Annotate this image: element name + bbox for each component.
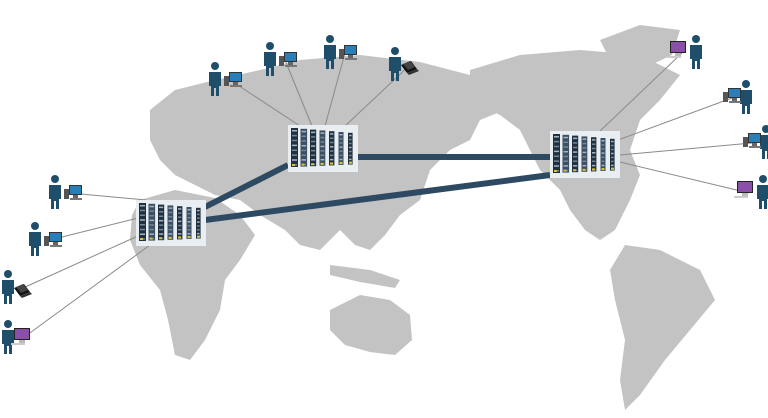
- person-icon: [209, 62, 221, 96]
- person-icon: [760, 125, 768, 159]
- link-europe-africa-north-america: [204, 172, 551, 223]
- person-icon: [740, 80, 752, 114]
- islands-indonesia: [330, 265, 400, 288]
- imac-icon: [667, 41, 686, 58]
- desktop-icon: [743, 133, 761, 148]
- client-connection: [617, 97, 733, 141]
- client-user[interactable]: [734, 175, 768, 209]
- client-connection: [284, 59, 313, 127]
- link-europe-africa-asia: [203, 162, 290, 210]
- client-connection: [22, 234, 141, 289]
- client-connection: [619, 161, 750, 194]
- desktop-icon: [339, 45, 357, 60]
- client-connection: [69, 192, 147, 201]
- continent-australia: [330, 295, 412, 355]
- desktop-icon: [723, 88, 741, 103]
- desktop-icon: [64, 185, 82, 200]
- datacenters: [136, 125, 620, 246]
- person-icon: [2, 270, 14, 304]
- server-rack-icon[interactable]: [136, 200, 206, 246]
- person-icon: [690, 35, 702, 69]
- imac-icon: [734, 181, 753, 198]
- client-user[interactable]: [264, 42, 297, 76]
- laptop-icon: [401, 61, 419, 75]
- client-user[interactable]: [324, 35, 357, 69]
- clients: [2, 35, 768, 354]
- client-user[interactable]: [2, 270, 32, 304]
- client-connections: [22, 52, 753, 339]
- person-icon: [2, 320, 14, 354]
- desktop-icon: [279, 52, 297, 67]
- client-connection: [619, 142, 753, 156]
- client-user[interactable]: [29, 222, 62, 256]
- laptop-icon: [14, 284, 32, 298]
- client-connection: [22, 244, 151, 339]
- server-rack-icon[interactable]: [550, 131, 620, 178]
- person-icon: [29, 222, 41, 256]
- imac-icon: [11, 328, 30, 345]
- client-user[interactable]: [49, 175, 82, 209]
- person-icon: [324, 35, 336, 69]
- datacenter-links: [203, 154, 551, 223]
- client-connection: [344, 64, 411, 127]
- continent-south-america: [610, 245, 715, 410]
- person-icon: [389, 47, 401, 81]
- client-user[interactable]: [667, 35, 702, 69]
- client-connection: [229, 79, 301, 127]
- client-connection: [49, 217, 139, 241]
- desktop-icon: [224, 72, 242, 87]
- client-user[interactable]: [723, 80, 752, 114]
- person-icon: [757, 175, 768, 209]
- client-connection: [324, 52, 346, 127]
- client-user[interactable]: [743, 125, 768, 159]
- greenland: [600, 25, 680, 70]
- desktop-icon: [44, 232, 62, 247]
- client-user[interactable]: [389, 47, 419, 81]
- person-icon: [264, 42, 276, 76]
- client-connection: [599, 52, 683, 132]
- server-rack-icon[interactable]: [288, 125, 358, 172]
- client-user[interactable]: [2, 320, 30, 354]
- person-icon: [49, 175, 61, 209]
- client-user[interactable]: [209, 62, 242, 96]
